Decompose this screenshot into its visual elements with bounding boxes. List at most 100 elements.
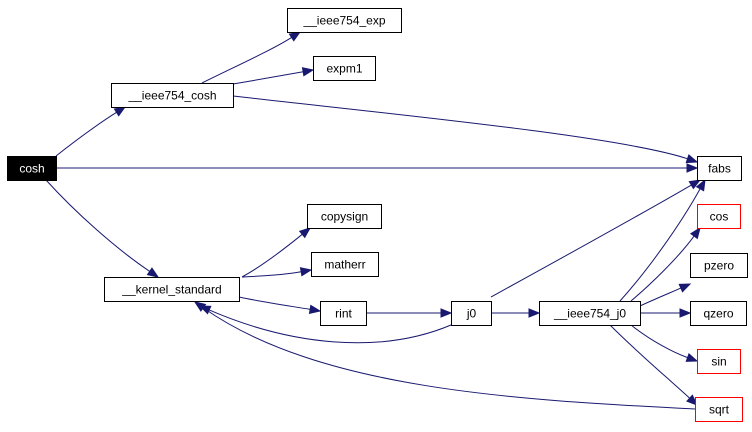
arrowhead [193, 301, 207, 312]
node-label: fabs [708, 162, 731, 176]
edge-ieee754_cosh-to-ieee754_exp [201, 31, 302, 84]
node-label: cos [710, 210, 729, 224]
node-cos[interactable]: cos [697, 204, 741, 229]
node-ieee754-exp[interactable]: __ieee754_exp [287, 8, 402, 33]
edge-line [232, 95, 688, 160]
nodes-layer: cosh __ieee754_cosh __ieee754_exp expm1 fabs… [7, 8, 748, 422]
node-label: pzero [704, 259, 734, 273]
node-box [320, 301, 367, 326]
arrowhead [689, 226, 701, 240]
node-box [451, 301, 492, 326]
edge-line [45, 179, 150, 272]
edge-line [630, 324, 688, 359]
node-label: __ieee754_j0 [553, 307, 626, 321]
arrowhead [299, 267, 313, 277]
node-sin[interactable]: sin [697, 349, 741, 374]
edge-cosh-to-fabs [56, 163, 699, 173]
node-box [287, 8, 402, 33]
node-box [311, 252, 379, 277]
edge-line [55, 111, 117, 157]
node-label: sqrt [709, 403, 730, 417]
arrowhead [301, 67, 315, 77]
edge-cosh-to-ieee754_cosh [55, 106, 127, 157]
node-ieee754-j0[interactable]: __ieee754_j0 [539, 301, 641, 326]
node-label: cosh [19, 162, 44, 176]
edge-line [241, 233, 303, 278]
node-fabs[interactable]: fabs [697, 156, 742, 181]
node-box [7, 156, 57, 181]
arrowhead [685, 154, 699, 164]
arrowhead [678, 283, 692, 293]
node-label: sin [711, 355, 726, 369]
edge-line [639, 287, 682, 307]
node-rint[interactable]: rint [320, 301, 367, 326]
arrowhead [113, 106, 127, 117]
edge-line [201, 36, 292, 84]
node-label: expm1 [326, 62, 362, 76]
edge-line [241, 271, 302, 278]
edge-ieee754_cosh-to-fabs [232, 95, 699, 164]
edge-ieee754_cosh-to-expm1 [232, 67, 315, 85]
edge-line [202, 307, 696, 410]
node-box [307, 204, 382, 229]
node-box [695, 397, 743, 422]
node-sqrt[interactable]: sqrt [695, 397, 743, 422]
node-box [690, 253, 748, 278]
edge-line [609, 324, 691, 399]
edge-kernel_standard-to-copysign [241, 227, 312, 278]
node-ieee754-cosh[interactable]: __ieee754_cosh [111, 83, 234, 108]
node-qzero[interactable]: qzero [690, 301, 747, 326]
arrowhead [528, 308, 541, 318]
edge-line [208, 309, 452, 344]
arrowhead [685, 352, 699, 362]
edge-sqrt-to-kernel_standard [193, 301, 696, 410]
arrowhead [688, 179, 702, 190]
node-box [697, 349, 741, 374]
arrowhead [308, 304, 322, 314]
node-label: __kernel_standard [121, 283, 221, 297]
edges-layer [45, 31, 706, 410]
node-box [111, 83, 234, 108]
edge-line [232, 71, 304, 85]
edge-line [619, 188, 701, 302]
node-box [690, 301, 747, 326]
node-box [104, 277, 240, 302]
edge-cosh-to-kernel_standard [45, 179, 160, 278]
node-label: matherr [324, 258, 365, 272]
arrowhead [686, 394, 698, 406]
node-kernel-standard[interactable]: __kernel_standard [104, 277, 240, 302]
node-cosh[interactable]: cosh [7, 156, 57, 181]
edge-line [630, 235, 695, 302]
node-label: copysign [321, 210, 368, 224]
node-label: j0 [466, 307, 477, 321]
edge-kernel_standard-to-rint [238, 296, 322, 314]
edge-ieee754_j0-to-qzero [640, 308, 692, 318]
node-label: qzero [703, 307, 733, 321]
edge-line [490, 184, 692, 298]
edge-ieee754_j0-to-fabs [619, 178, 706, 302]
node-matherr[interactable]: matherr [311, 252, 379, 277]
node-label: __ieee754_exp [302, 14, 385, 28]
arrowhead [298, 227, 312, 239]
node-box [697, 156, 742, 181]
edge-kernel_standard-to-matherr [241, 267, 313, 278]
node-pzero[interactable]: pzero [690, 253, 748, 278]
node-label: rint [335, 307, 352, 321]
arrowhead [695, 178, 706, 192]
arrowhead [686, 163, 699, 173]
edge-j0-to-ieee754_j0 [491, 308, 541, 318]
edge-line [238, 296, 311, 310]
node-expm1[interactable]: expm1 [313, 56, 376, 81]
node-copysign[interactable]: copysign [307, 204, 382, 229]
node-label: __ieee754_cosh [127, 89, 216, 103]
node-j0[interactable]: j0 [451, 301, 492, 326]
arrowhead [146, 267, 160, 278]
edge-ieee754_j0-to-pzero [639, 283, 692, 307]
edge-rint-to-j0 [366, 308, 453, 318]
edge-ieee754_j0-to-sin [630, 324, 699, 362]
arrowhead [440, 308, 453, 318]
arrowhead [288, 31, 302, 42]
node-box [313, 56, 376, 81]
edge-ieee754_j0-to-sqrt [609, 324, 698, 406]
